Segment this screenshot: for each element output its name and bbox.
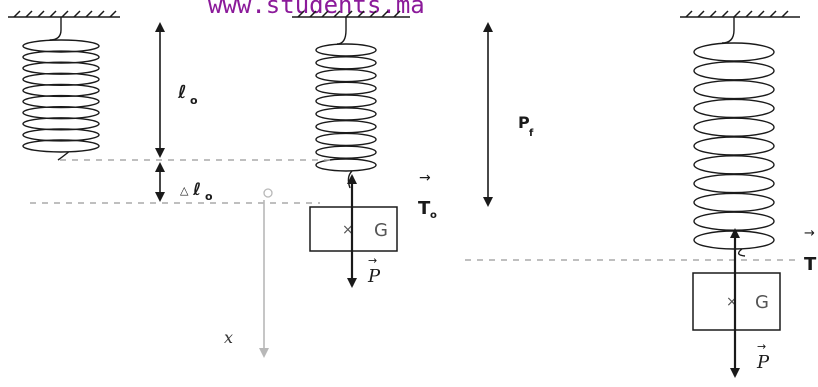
spring-hook bbox=[721, 17, 735, 44]
spring-coil bbox=[693, 173, 775, 194]
label-lf-sub: f bbox=[529, 128, 534, 139]
spring-coil bbox=[315, 56, 377, 70]
spring-coil bbox=[22, 117, 100, 131]
ceiling-support-2 bbox=[292, 10, 410, 18]
center-of-mass-2: × bbox=[726, 294, 738, 310]
label-delta-l0: ℓ bbox=[192, 180, 201, 200]
spring-coil bbox=[22, 39, 100, 53]
weight-label-2: P bbox=[756, 352, 770, 373]
spring-coil bbox=[315, 68, 377, 83]
spring-coil bbox=[315, 158, 377, 172]
tension-label-arrow: → bbox=[419, 170, 431, 186]
spring-coil bbox=[315, 81, 377, 96]
spring-hook bbox=[49, 17, 62, 41]
ceiling-support-1 bbox=[8, 10, 120, 18]
spring-coil bbox=[693, 61, 775, 81]
mass-block-2 bbox=[692, 272, 781, 331]
label-delta-symbol: △ bbox=[180, 184, 189, 197]
tension-label-sub: o bbox=[430, 210, 437, 221]
spring-tail bbox=[57, 151, 70, 161]
spring-coil bbox=[315, 119, 377, 134]
label-G1: G bbox=[374, 220, 388, 241]
spring-coil bbox=[693, 155, 775, 175]
weight-label-1: P bbox=[367, 266, 381, 287]
spring-coil bbox=[315, 107, 377, 121]
spring-tail bbox=[737, 248, 746, 257]
label-G2: G bbox=[755, 292, 769, 313]
tension-label-2-arrow: → bbox=[804, 226, 815, 241]
origin-marker bbox=[263, 188, 273, 198]
tension-label-2: T bbox=[804, 254, 817, 275]
spring-coil bbox=[693, 211, 775, 231]
spring-coil bbox=[315, 43, 377, 57]
spring-coil bbox=[22, 94, 100, 109]
center-of-mass-1: × bbox=[342, 222, 354, 238]
spring-coil bbox=[315, 145, 377, 159]
spring-coil bbox=[22, 72, 100, 87]
spring-coil bbox=[22, 50, 100, 64]
x-axis-label: x bbox=[224, 328, 233, 347]
spring-coil bbox=[693, 42, 775, 62]
watermark-text: www.students.ma bbox=[208, 0, 425, 19]
spring-stretched bbox=[693, 17, 775, 257]
spring-coil bbox=[315, 132, 377, 147]
tension-label: T bbox=[418, 198, 431, 219]
ceiling-support-3 bbox=[680, 10, 800, 18]
spring-coil bbox=[315, 94, 377, 108]
spring-equilibrium bbox=[315, 17, 377, 189]
spring-hook bbox=[336, 17, 347, 45]
spring-coil bbox=[22, 83, 100, 98]
spring-coil bbox=[693, 117, 775, 137]
label-lf: P bbox=[518, 113, 530, 132]
spring-coil bbox=[693, 98, 775, 119]
spring-unloaded bbox=[22, 17, 100, 161]
spring-coil bbox=[22, 105, 100, 120]
weight-label-1-arrow: → bbox=[368, 254, 377, 267]
label-l0: ℓ bbox=[177, 82, 187, 103]
label-delta-l0-sub: o bbox=[205, 190, 213, 203]
spring-coil bbox=[22, 139, 100, 153]
mass-block-1 bbox=[309, 206, 398, 252]
spring-coil bbox=[22, 128, 100, 142]
weight-label-2-arrow: → bbox=[757, 340, 766, 353]
spring-coil bbox=[693, 136, 775, 156]
label-l0-sub: o bbox=[190, 94, 198, 107]
spring-coil bbox=[693, 79, 775, 100]
spring-coil bbox=[22, 61, 100, 75]
spring-coil bbox=[693, 192, 775, 213]
